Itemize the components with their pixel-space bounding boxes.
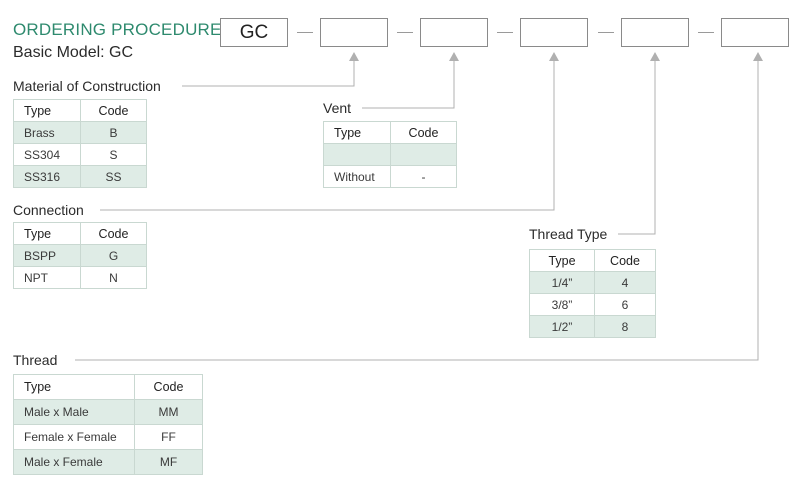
model-code-box-vent [420,18,488,47]
connection-section-label: Connection [13,202,88,218]
type-cell: BSPP [13,244,81,267]
thread-section-label: Thread [13,352,62,368]
type-cell: SS316 [13,165,81,188]
code-cell: SS [80,165,147,188]
basic-model-label: Basic Model: GC [13,44,134,61]
table-row: Male x Male MM [13,399,203,425]
column-header-type: Type [529,249,595,272]
code-separator [297,32,313,33]
column-header-type: Type [13,374,135,400]
page-title: ORDERING PROCEDURE [13,20,222,39]
material-table: Type Code Brass B SS304 S SS316 SS [13,99,147,188]
table-row: Without - [323,165,457,188]
column-header-code: Code [134,374,203,400]
model-code-box-material [320,18,388,47]
type-cell: NPT [13,266,81,289]
code-cell: B [80,121,147,144]
code-separator [598,32,614,33]
code-cell: 6 [594,293,656,316]
connection-table: Type Code BSPP G NPT N [13,222,147,289]
type-cell: 3/8” [529,293,595,316]
type-cell: Male x Male [13,399,135,425]
type-cell: 1/2” [529,315,595,338]
code-separator [497,32,513,33]
code-cell: FF [134,424,203,450]
type-cell [323,143,391,166]
thread-type-table: Type Code 1/4” 4 3/8” 6 1/2” 8 [529,249,656,338]
vent-section-label: Vent [323,100,356,116]
model-code-box-connection [520,18,588,47]
table-row: SS304 S [13,143,147,166]
column-header-type: Type [323,121,391,144]
column-header-type: Type [13,222,81,245]
model-code-box-thread [721,18,789,47]
table-row: 1/2” 8 [529,315,656,338]
thread-type-section-label: Thread Type [529,226,612,242]
column-header-code: Code [594,249,656,272]
table-row: 1/4” 4 [529,271,656,294]
table-row: SS316 SS [13,165,147,188]
table-row: NPT N [13,266,147,289]
type-cell: Male x Female [13,449,135,475]
code-cell: S [80,143,147,166]
code-cell: MM [134,399,203,425]
table-row: Brass B [13,121,147,144]
connector-material [182,60,355,87]
type-cell: SS304 [13,143,81,166]
table-row: Male x Female MF [13,449,203,475]
column-header-code: Code [390,121,457,144]
code-cell: 4 [594,271,656,294]
arrowhead-connection [549,52,559,61]
table-row [323,143,457,166]
model-code-box-thread-type [621,18,689,47]
code-separator [698,32,714,33]
table-row: Female x Female FF [13,424,203,450]
code-separator [397,32,413,33]
type-cell: Female x Female [13,424,135,450]
material-section-label: Material of Construction [13,78,165,94]
code-cell: 8 [594,315,656,338]
table-row: 3/8” 6 [529,293,656,316]
type-cell: Without [323,165,391,188]
code-cell [390,143,457,166]
column-header-type: Type [13,99,81,122]
code-cell: MF [134,449,203,475]
code-cell: N [80,266,147,289]
arrowhead-vent [449,52,459,61]
column-header-code: Code [80,222,147,245]
arrowhead-thread [753,52,763,61]
code-cell: G [80,244,147,267]
connector-vent [362,60,455,109]
connector-thread-type [618,60,656,235]
table-row: BSPP G [13,244,147,267]
type-cell: 1/4” [529,271,595,294]
arrowhead-material [349,52,359,61]
thread-table: Type Code Male x Male MM Female x Female… [13,374,203,475]
arrowhead-thread-type [650,52,660,61]
type-cell: Brass [13,121,81,144]
model-code-box-gc: GC [220,18,288,47]
vent-table: Type Code Without - [323,121,457,188]
column-header-code: Code [80,99,147,122]
code-cell: - [390,165,457,188]
